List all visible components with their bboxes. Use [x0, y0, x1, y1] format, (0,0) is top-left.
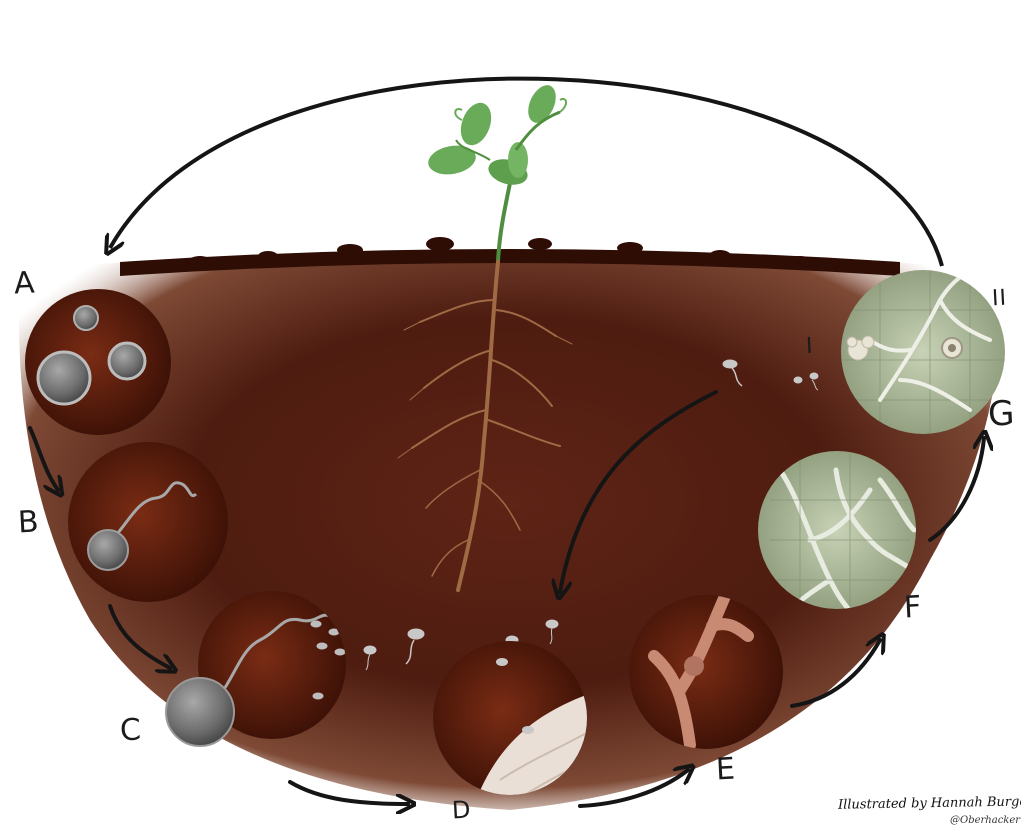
stage-b-germination — [68, 442, 228, 602]
sporangium — [166, 678, 234, 746]
stage-label-c: C — [119, 712, 143, 748]
germinating-spore — [88, 530, 128, 570]
illustrator-credit: Illustrated by Hannah Burger — [838, 794, 1021, 812]
stage-label-b: B — [17, 504, 40, 540]
stage-label-g: G — [987, 393, 1016, 434]
illustrator-handle: @Oberhacker — [950, 815, 1020, 826]
stage-label-f: F — [903, 590, 923, 626]
stage-label-a: A — [13, 265, 36, 301]
stage-a-resting-spores — [25, 289, 171, 435]
marker-label-ii: II — [991, 286, 1007, 312]
stage-label-d: D — [451, 796, 472, 825]
pea-seedling — [426, 81, 566, 262]
stage-label-e: E — [715, 752, 737, 788]
stage-e-root-infection — [629, 594, 783, 749]
oospore — [38, 352, 90, 404]
oospore — [74, 306, 98, 330]
oospore — [109, 343, 145, 379]
marker-label-i: I — [805, 334, 814, 359]
